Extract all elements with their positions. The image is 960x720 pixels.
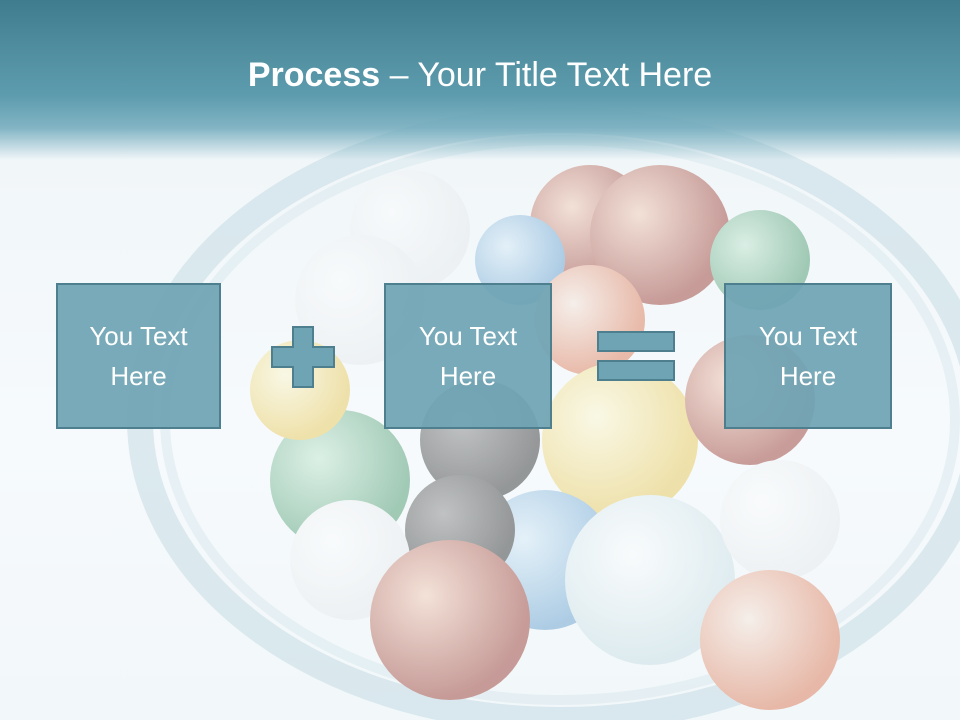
text-box-1-label: You Text Here bbox=[89, 321, 188, 391]
equals-icon bbox=[597, 331, 675, 381]
text-box-3-label: You Text Here bbox=[758, 321, 858, 391]
slide-title: Process – Your Title Text Here bbox=[0, 52, 960, 98]
text-box-3[interactable]: You Text Here bbox=[724, 283, 892, 429]
text-box-2-label: You Text Here bbox=[418, 321, 518, 391]
title-band bbox=[0, 0, 960, 160]
title-rest: – Your Title Text Here bbox=[380, 56, 713, 94]
plus-icon bbox=[271, 326, 335, 388]
title-bold: Process bbox=[247, 56, 381, 94]
text-box-2[interactable]: You Text Here bbox=[384, 283, 552, 429]
text-box-1[interactable]: You Text Here bbox=[56, 283, 221, 429]
